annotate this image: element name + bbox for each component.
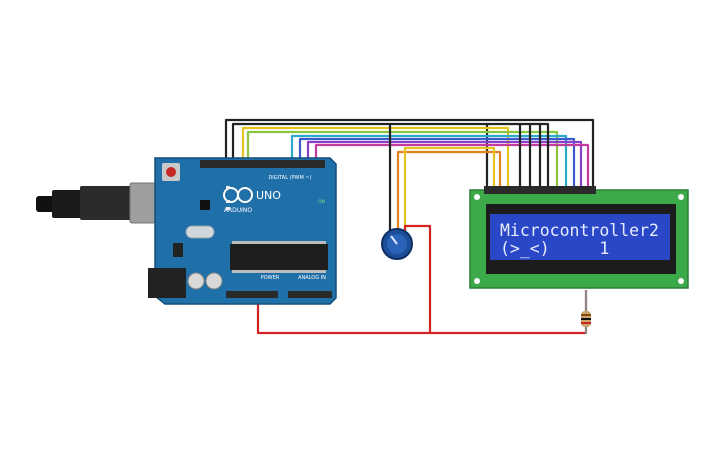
wire-black-3 (487, 122, 522, 192)
resistor-band (581, 314, 591, 316)
wire-yellow (241, 126, 510, 192)
digital-header (200, 160, 325, 168)
power-jack (148, 268, 186, 298)
wire-black-4 (520, 122, 532, 192)
arduino-uno-board[interactable]: ARDUINO UNO DIGITAL (PWM ~) ON POWER ANA… (36, 157, 337, 305)
resistor-band (581, 318, 591, 320)
analog-header-label: ANALOG IN (298, 275, 326, 281)
wire-gnd-2 (231, 122, 489, 192)
wire-green (246, 130, 559, 192)
resistor[interactable] (581, 290, 591, 334)
wire-purple (306, 140, 583, 192)
resistor-band (581, 322, 591, 324)
crystal (185, 225, 215, 239)
voltage-regulator (173, 243, 183, 257)
digital-header-label: DIGITAL (PWM ~) (268, 175, 311, 181)
wire-gnd-top (224, 118, 595, 192)
wire-red-lcd (430, 290, 588, 335)
power-header (226, 291, 278, 298)
power-header-label: POWER (261, 275, 280, 281)
potentiometer-indicator (390, 235, 398, 245)
lcd-line-2: (>_<) 1 (500, 239, 609, 258)
usb-cable-head (80, 186, 132, 220)
atmega-chip (230, 244, 328, 270)
on-led-label: ON (318, 199, 325, 205)
wire-cyan (290, 134, 568, 192)
wire-blue (298, 137, 576, 192)
wire-pot-orange (396, 150, 502, 236)
capacitor-2 (205, 272, 223, 290)
arduino-logo (223, 187, 253, 203)
mount-hole (678, 194, 684, 200)
wire-magenta (314, 143, 590, 192)
led-l (226, 186, 230, 189)
model-label: UNO (256, 189, 281, 202)
wire-black-6 (540, 122, 550, 192)
wire-5v-red (256, 224, 432, 335)
capacitor-1 (187, 272, 205, 290)
usb-cable-plug (36, 196, 54, 212)
brand-label: ARDUINO (224, 207, 253, 214)
chip-pins-top (232, 241, 326, 244)
analog-header (288, 291, 332, 298)
lcd-line-1: Microcontroller2 (500, 221, 659, 240)
lcd-pin-header (484, 186, 596, 194)
usb-chip (200, 200, 210, 210)
usb-cable-boot (52, 190, 82, 218)
potentiometer[interactable] (381, 228, 413, 260)
led-rx (226, 207, 230, 210)
wire-pot-yellow (403, 146, 496, 236)
lcd-16x2: Microcontroller2 (>_<) 1 (469, 186, 689, 289)
mount-hole (678, 278, 684, 284)
reset-button-cap[interactable] (166, 167, 176, 177)
mount-hole (474, 278, 480, 284)
wire-black-5 (530, 122, 542, 192)
mount-hole (474, 194, 480, 200)
chip-pins-bottom (232, 270, 326, 273)
lcd-screen (490, 214, 670, 260)
led-tx (226, 200, 230, 203)
